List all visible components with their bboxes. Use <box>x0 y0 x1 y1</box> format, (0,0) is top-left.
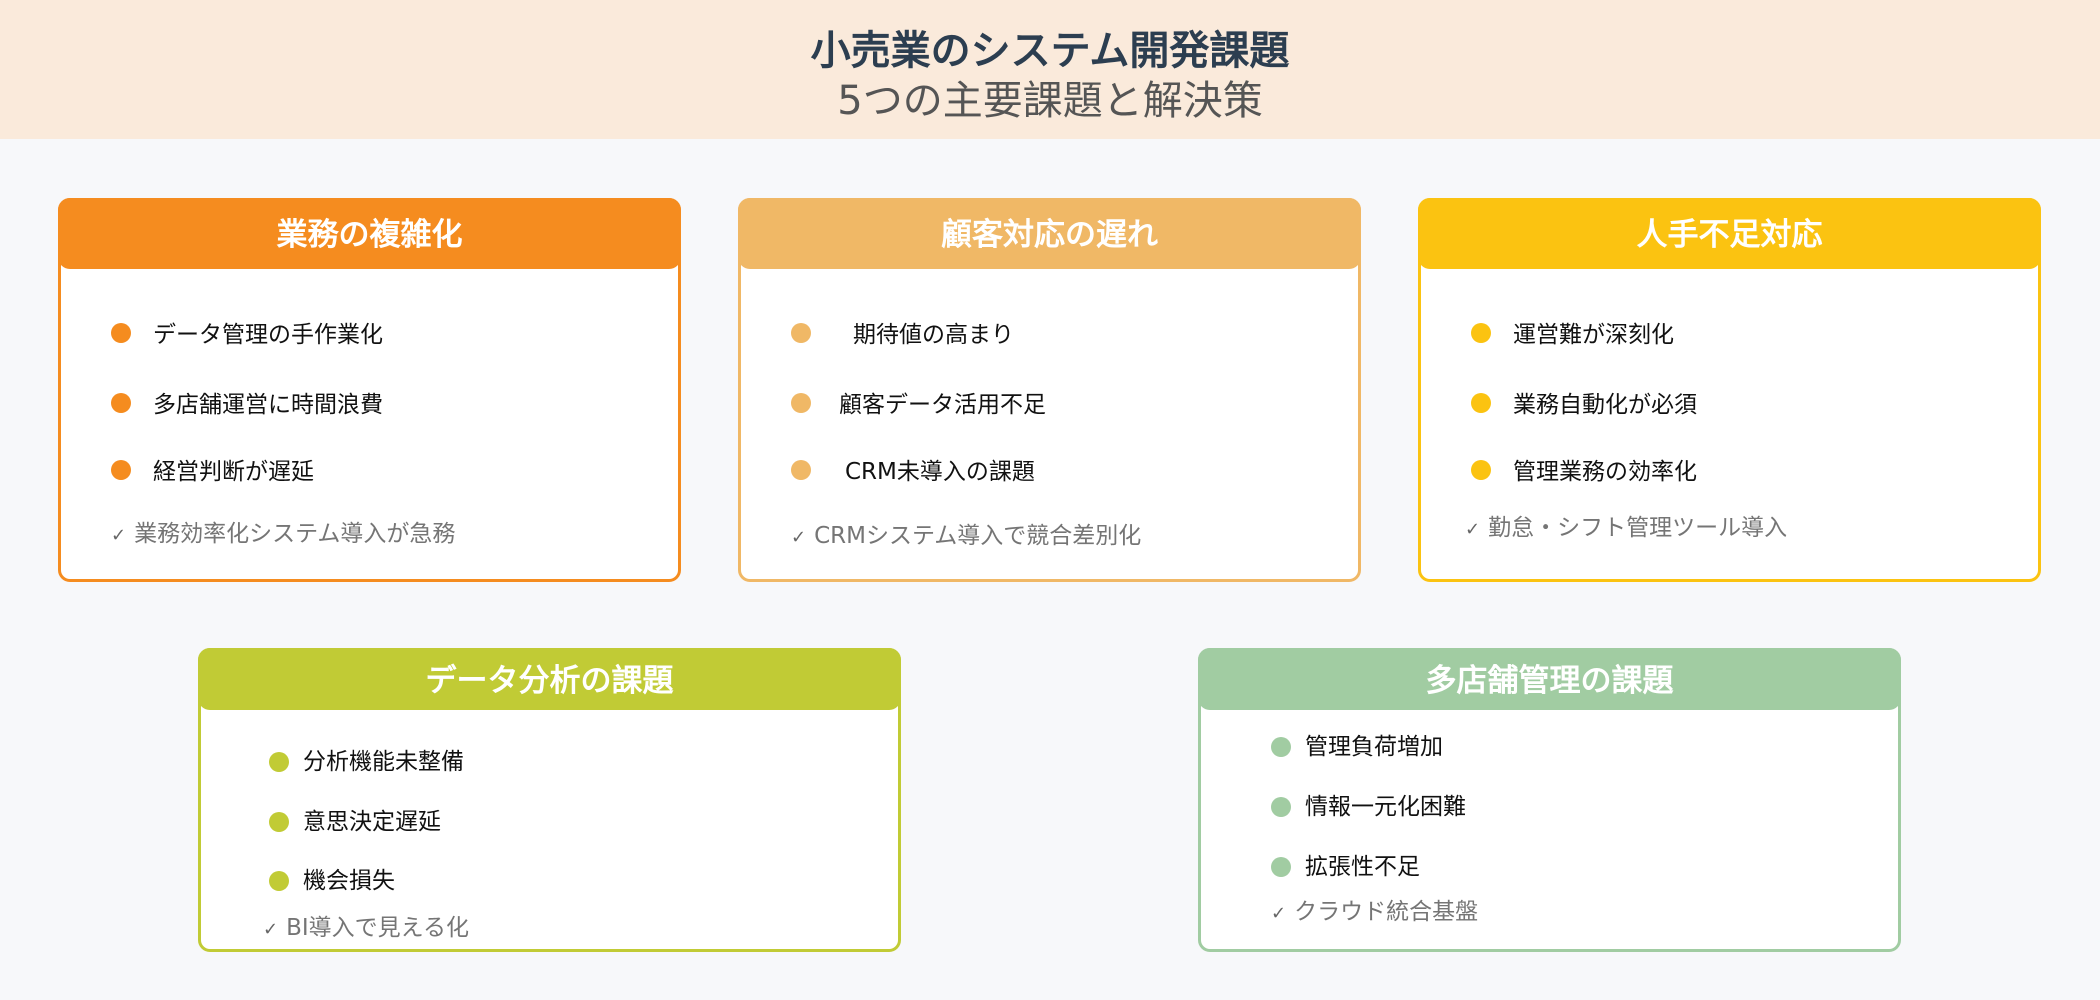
list-item: 運営難が深刻化 <box>1513 322 1674 348</box>
bullet-icon <box>1471 393 1491 413</box>
bullet-icon <box>1271 737 1291 757</box>
card-header: 人手不足対応 <box>1418 198 2041 269</box>
bullet-icon <box>1271 857 1291 877</box>
challenge-card-business-complexity: 業務の複雑化 データ管理の手作業化 多店舗運営に時間浪費 経営判断が遅延 ✓ 業務… <box>58 198 681 582</box>
card-title: 多店舗管理の課題 <box>1425 663 1674 699</box>
bullet-icon <box>111 323 131 343</box>
solution-note: ✓ クラウド統合基盤 <box>1271 897 1478 929</box>
check-icon: ✓ <box>1271 903 1287 924</box>
card-header: 多店舗管理の課題 <box>1198 648 1901 710</box>
bullet-icon <box>791 393 811 413</box>
solution-note: ✓ BI導入で見える化 <box>263 913 469 945</box>
check-icon: ✓ <box>791 527 807 548</box>
bullet-icon <box>111 460 131 480</box>
header-banner: 小売業のシステム開発課題 5つの主要課題と解決策 <box>0 0 2100 139</box>
page-subtitle: 5つの主要課題と解決策 <box>837 78 1263 124</box>
challenge-card-labor-shortage: 人手不足対応 運営難が深刻化 業務自動化が必須 管理業務の効率化 ✓ 勤怠・シフト… <box>1418 198 2041 582</box>
list-item: 多店舗運営に時間浪費 <box>153 392 383 418</box>
card-title: 顧客対応の遅れ <box>941 217 1158 253</box>
list-item: 管理負荷増加 <box>1305 734 1443 760</box>
bullet-icon <box>1471 460 1491 480</box>
check-icon: ✓ <box>1465 519 1481 540</box>
list-item: 分析機能未整備 <box>303 749 464 775</box>
card-title: 業務の複雑化 <box>276 217 463 253</box>
bullet-icon <box>1271 797 1291 817</box>
list-item: 管理業務の効率化 <box>1513 459 1697 485</box>
card-title: 人手不足対応 <box>1636 217 1823 253</box>
solution-note: ✓ 業務効率化システム導入が急務 <box>111 519 455 551</box>
bullet-icon <box>791 460 811 480</box>
bullet-icon <box>269 871 289 891</box>
card-title: データ分析の課題 <box>425 663 674 699</box>
challenge-card-multi-store: 多店舗管理の課題 管理負荷増加 情報一元化困難 拡張性不足 ✓ クラウド統合基盤 <box>1198 648 1901 952</box>
challenge-card-customer-response: 顧客対応の遅れ 期待値の高まり 顧客データ活用不足 CRM未導入の課題 ✓ CRM… <box>738 198 1361 582</box>
list-item: 機会損失 <box>303 868 395 894</box>
list-item: データ管理の手作業化 <box>153 322 383 348</box>
list-item: 拡張性不足 <box>1305 854 1420 880</box>
list-item: 顧客データ活用不足 <box>839 392 1046 418</box>
solution-text: BI導入で見える化 <box>286 915 469 941</box>
page-title: 小売業のシステム開発課題 <box>810 28 1290 74</box>
card-header: データ分析の課題 <box>198 648 901 710</box>
list-item: 意思決定遅延 <box>303 809 441 835</box>
card-header: 業務の複雑化 <box>58 198 681 269</box>
solution-text: クラウド統合基盤 <box>1294 899 1479 925</box>
bullet-icon <box>1471 323 1491 343</box>
card-header: 顧客対応の遅れ <box>738 198 1361 269</box>
list-item: 期待値の高まり <box>853 322 1014 348</box>
solution-text: 業務効率化システム導入が急務 <box>134 521 456 547</box>
bullet-icon <box>269 752 289 772</box>
challenge-card-data-analysis: データ分析の課題 分析機能未整備 意思決定遅延 機会損失 ✓ BI導入で見える化 <box>198 648 901 952</box>
bullet-icon <box>111 393 131 413</box>
list-item: 経営判断が遅延 <box>153 459 314 485</box>
bullet-icon <box>269 812 289 832</box>
solution-text: CRMシステム導入で競合差別化 <box>814 523 1142 549</box>
check-icon: ✓ <box>263 919 279 940</box>
solution-note: ✓ 勤怠・シフト管理ツール導入 <box>1465 513 1787 545</box>
list-item: 業務自動化が必須 <box>1513 392 1697 418</box>
solution-note: ✓ CRMシステム導入で競合差別化 <box>791 521 1141 553</box>
check-icon: ✓ <box>111 525 127 546</box>
list-item: 情報一元化困難 <box>1305 794 1466 820</box>
bullet-icon <box>791 323 811 343</box>
solution-text: 勤怠・シフト管理ツール導入 <box>1488 515 1788 541</box>
list-item: CRM未導入の課題 <box>845 459 1035 485</box>
